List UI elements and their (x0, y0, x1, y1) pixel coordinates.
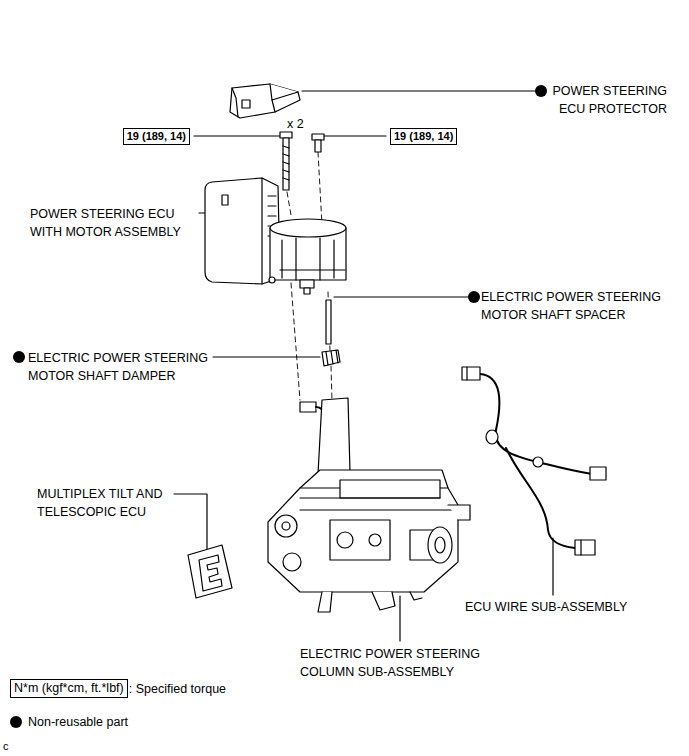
part-name: ELECTRIC POWER STEERING MOTOR SHAFT DAMP… (28, 349, 226, 385)
part-name: MULTIPLEX TILT AND TELESCOPIC ECU (37, 485, 197, 521)
ecu-wire (462, 367, 606, 555)
legend-text: : Specified torque (129, 680, 226, 698)
part-name: ECU WIRE SUB-ASSEMBLY (465, 598, 627, 616)
part-name: ELECTRIC POWER STEERING COLUMN SUB-ASSEM… (300, 645, 500, 681)
steering-column (268, 398, 470, 612)
part-name: ELECTRIC POWER STEERING COLUMN SUB-ASSEM… (300, 647, 480, 679)
torque-legend-box: N*m (kgf*cm, ft.*lbf) (10, 679, 128, 698)
part-name: POWER STEERING ECU PROTECTOR (552, 84, 667, 116)
ecu-with-motor (205, 178, 346, 294)
figure-code: c (3, 737, 9, 755)
part-name: POWER STEERING ECU WITH MOTOR ASSEMBLY (30, 205, 195, 241)
leader-lines (174, 91, 553, 641)
part-name: POWER STEERING ECU PROTECTOR (542, 82, 667, 118)
multiplex-ecu (188, 545, 232, 598)
part-name: ELECTRIC POWER STEERING MOTOR SHAFT SPAC… (481, 288, 676, 324)
part-name: MULTIPLEX TILT AND TELESCOPIC ECU (37, 487, 163, 519)
part-name: ELECTRIC POWER STEERING MOTOR SHAFT SPAC… (481, 290, 661, 322)
spacer-damper (322, 300, 340, 366)
non-reusable-bullets (10, 85, 547, 728)
torque-box: 19 (189, 14) (390, 128, 457, 145)
bolts (280, 132, 324, 190)
legend-entry: Non-reusable part (28, 713, 128, 731)
quantity: x 2 (287, 117, 304, 131)
part-name: ELECTRIC POWER STEERING MOTOR SHAFT DAMP… (28, 351, 208, 383)
torque-value: 19 (189, 14) (127, 129, 186, 144)
part-name: POWER STEERING ECU WITH MOTOR ASSEMBLY (30, 207, 181, 239)
legend-text: Non-reusable part (28, 715, 128, 729)
torque-box: 19 (189, 14) (123, 128, 190, 145)
figure-code: c (3, 740, 9, 752)
legend-text: : Specified torque (129, 682, 226, 696)
part-name: ECU WIRE SUB-ASSEMBLY (465, 600, 627, 614)
quantity: x 2 (287, 115, 304, 133)
torque-value: 19 (189, 14) (394, 129, 453, 144)
ecu-protector (230, 84, 300, 118)
torque-value: N*m (kgf*cm, ft.*lbf) (14, 680, 124, 697)
